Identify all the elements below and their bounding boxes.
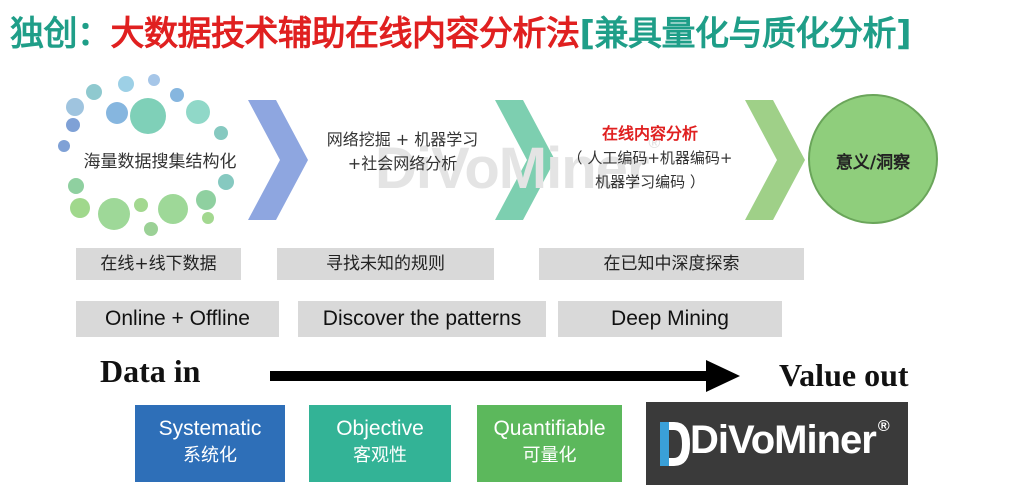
logo-d-icon bbox=[660, 422, 690, 466]
chevron-arrow-3 bbox=[745, 100, 805, 220]
step-analysis-line3: 机器学习编码 ） bbox=[595, 173, 705, 191]
insight-label: 意义/洞察 bbox=[835, 153, 911, 173]
step-analysis-line2: （ 人工编码+机器编码+ bbox=[567, 149, 733, 167]
chevron-arrow-1 bbox=[248, 100, 308, 220]
divominer-logo: DiVoMiner® bbox=[646, 402, 908, 485]
step-mining-line2: +社会网络分析 bbox=[347, 154, 458, 173]
quality-objective-zh: 客观性 bbox=[353, 445, 407, 466]
flow-arrow bbox=[270, 360, 740, 392]
quality-quantifiable-en: Quantifiable bbox=[493, 417, 606, 440]
quality-objective: Objective 客观性 bbox=[309, 405, 451, 482]
step-analysis-title: 在线内容分析 bbox=[601, 124, 698, 143]
logo-registered-mark: ® bbox=[877, 418, 890, 435]
title-main: 大数据技术辅助在线内容分析法 bbox=[110, 14, 581, 54]
chevron-arrow-2 bbox=[495, 100, 555, 220]
label-online-offline: Online + Offline bbox=[76, 301, 279, 337]
label-discover-patterns: Discover the patterns bbox=[298, 301, 546, 337]
label-deep-explore-known: 在已知中深度探索 bbox=[539, 248, 804, 280]
value-out-label: Value out bbox=[779, 357, 909, 393]
label-find-unknown-rules: 寻找未知的规则 bbox=[277, 248, 494, 280]
label-online-offline-data: 在线+线下数据 bbox=[76, 248, 241, 280]
step-mining: 网络挖掘 + 机器学习 +社会网络分析 bbox=[305, 128, 500, 176]
logo-wordmark: DiVoMiner bbox=[690, 418, 877, 462]
quality-systematic-zh: 系统化 bbox=[183, 445, 237, 466]
quality-systematic: Systematic 系统化 bbox=[135, 405, 285, 482]
step-mining-line1: 网络挖掘 + 机器学习 bbox=[326, 130, 479, 149]
step-content-analysis: 在线内容分析 （ 人工编码+机器编码+ 机器学习编码 ） bbox=[550, 122, 750, 194]
quality-quantifiable-zh: 可量化 bbox=[522, 445, 577, 466]
data-dots-cluster bbox=[58, 70, 248, 245]
title-suffix: [兼具量化与质化分析] bbox=[579, 14, 912, 54]
quality-quantifiable: Quantifiable 可量化 bbox=[477, 405, 622, 482]
step-collect-data: 海量数据搜集结构化 bbox=[83, 152, 237, 172]
page-title: 独创：大数据技术辅助在线内容分析法[兼具量化与质化分析] bbox=[10, 6, 1020, 56]
quality-systematic-en: Systematic bbox=[158, 417, 262, 440]
logo-text: DiVoMiner® bbox=[690, 418, 890, 463]
quality-objective-en: Objective bbox=[336, 417, 424, 440]
label-deep-mining: Deep Mining bbox=[558, 301, 782, 337]
title-prefix: 独创： bbox=[10, 14, 111, 54]
watermark-logo: DiVoMiner® bbox=[375, 135, 660, 201]
data-in-label: Data in bbox=[100, 353, 201, 389]
insight-circle bbox=[808, 94, 938, 224]
